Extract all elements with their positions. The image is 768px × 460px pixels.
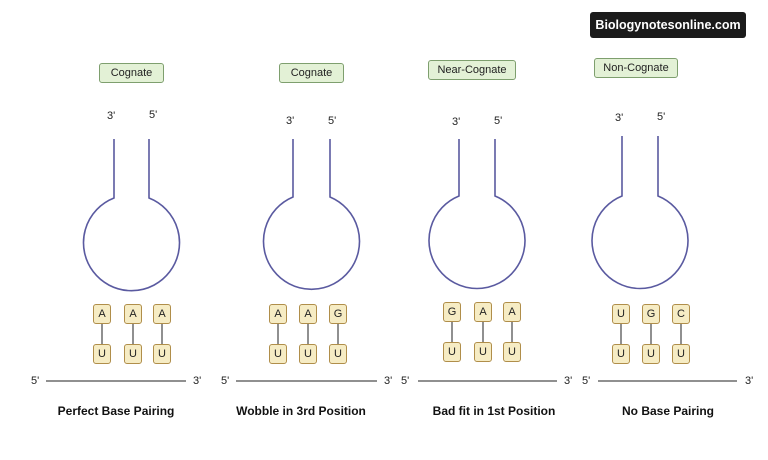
mrna-3prime-label: 3' xyxy=(745,375,754,387)
anticodon-base: A xyxy=(93,304,111,324)
codon-base: U xyxy=(329,344,347,364)
trna-5prime-label: 5' xyxy=(657,111,666,123)
codon-base: U xyxy=(642,344,660,364)
mrna-5prime-label: 5' xyxy=(401,375,410,387)
anticodon-base: A xyxy=(269,304,287,324)
anticodon-base: A xyxy=(124,304,142,324)
trna-3prime-label: 3' xyxy=(107,110,116,122)
near-cognate-tag: Near-Cognate xyxy=(428,60,516,80)
non-cognate-tag: Non-Cognate xyxy=(594,58,678,78)
codon-base: U xyxy=(612,344,630,364)
anticodon-base: A xyxy=(299,304,317,324)
codon-base: U xyxy=(299,344,317,364)
trna-structure xyxy=(82,139,181,292)
trna-5prime-label: 5' xyxy=(149,109,158,121)
anticodon-base: A xyxy=(474,302,492,322)
anticodon-base: A xyxy=(153,304,171,324)
trna-structure xyxy=(591,136,689,290)
anticodon-base: G xyxy=(443,302,461,322)
anticodon-base: G xyxy=(642,304,660,324)
panel-caption: Wobble in 3rd Position xyxy=(236,404,366,418)
mrna-3prime-label: 3' xyxy=(193,375,202,387)
codon-base: U xyxy=(153,344,171,364)
panel-caption: No Base Pairing xyxy=(621,404,715,418)
mrna-5prime-label: 5' xyxy=(31,375,40,387)
mrna-3prime-label: 3' xyxy=(384,375,393,387)
mrna-5prime-label: 5' xyxy=(221,375,230,387)
anticodon-base: U xyxy=(612,304,630,324)
anticodon-base: C xyxy=(672,304,690,324)
anticodon-base: A xyxy=(503,302,521,322)
trna-structure xyxy=(262,139,361,291)
trna-3prime-label: 3' xyxy=(286,115,295,127)
anticodon-base: G xyxy=(329,304,347,324)
trna-3prime-label: 3' xyxy=(452,116,461,128)
mrna-3prime-label: 3' xyxy=(564,375,573,387)
codon-base: U xyxy=(474,342,492,362)
codon-base: U xyxy=(93,344,111,364)
codon-base: U xyxy=(124,344,142,364)
panel-caption: Bad fit in 1st Position xyxy=(432,404,556,418)
trna-5prime-label: 5' xyxy=(328,115,337,127)
cognate-tag: Cognate xyxy=(99,63,164,83)
codon-base: U xyxy=(503,342,521,362)
panel-caption: Perfect Base Pairing xyxy=(57,404,175,418)
codon-base: U xyxy=(443,342,461,362)
mrna-5prime-label: 5' xyxy=(582,375,591,387)
codon-base: U xyxy=(672,344,690,364)
trna-structure xyxy=(428,139,526,290)
trna-3prime-label: 3' xyxy=(615,112,624,124)
trna-5prime-label: 5' xyxy=(494,115,503,127)
codon-base: U xyxy=(269,344,287,364)
source-watermark: Biologynotesonline.com xyxy=(590,12,746,38)
cognate-tag: Cognate xyxy=(279,63,344,83)
